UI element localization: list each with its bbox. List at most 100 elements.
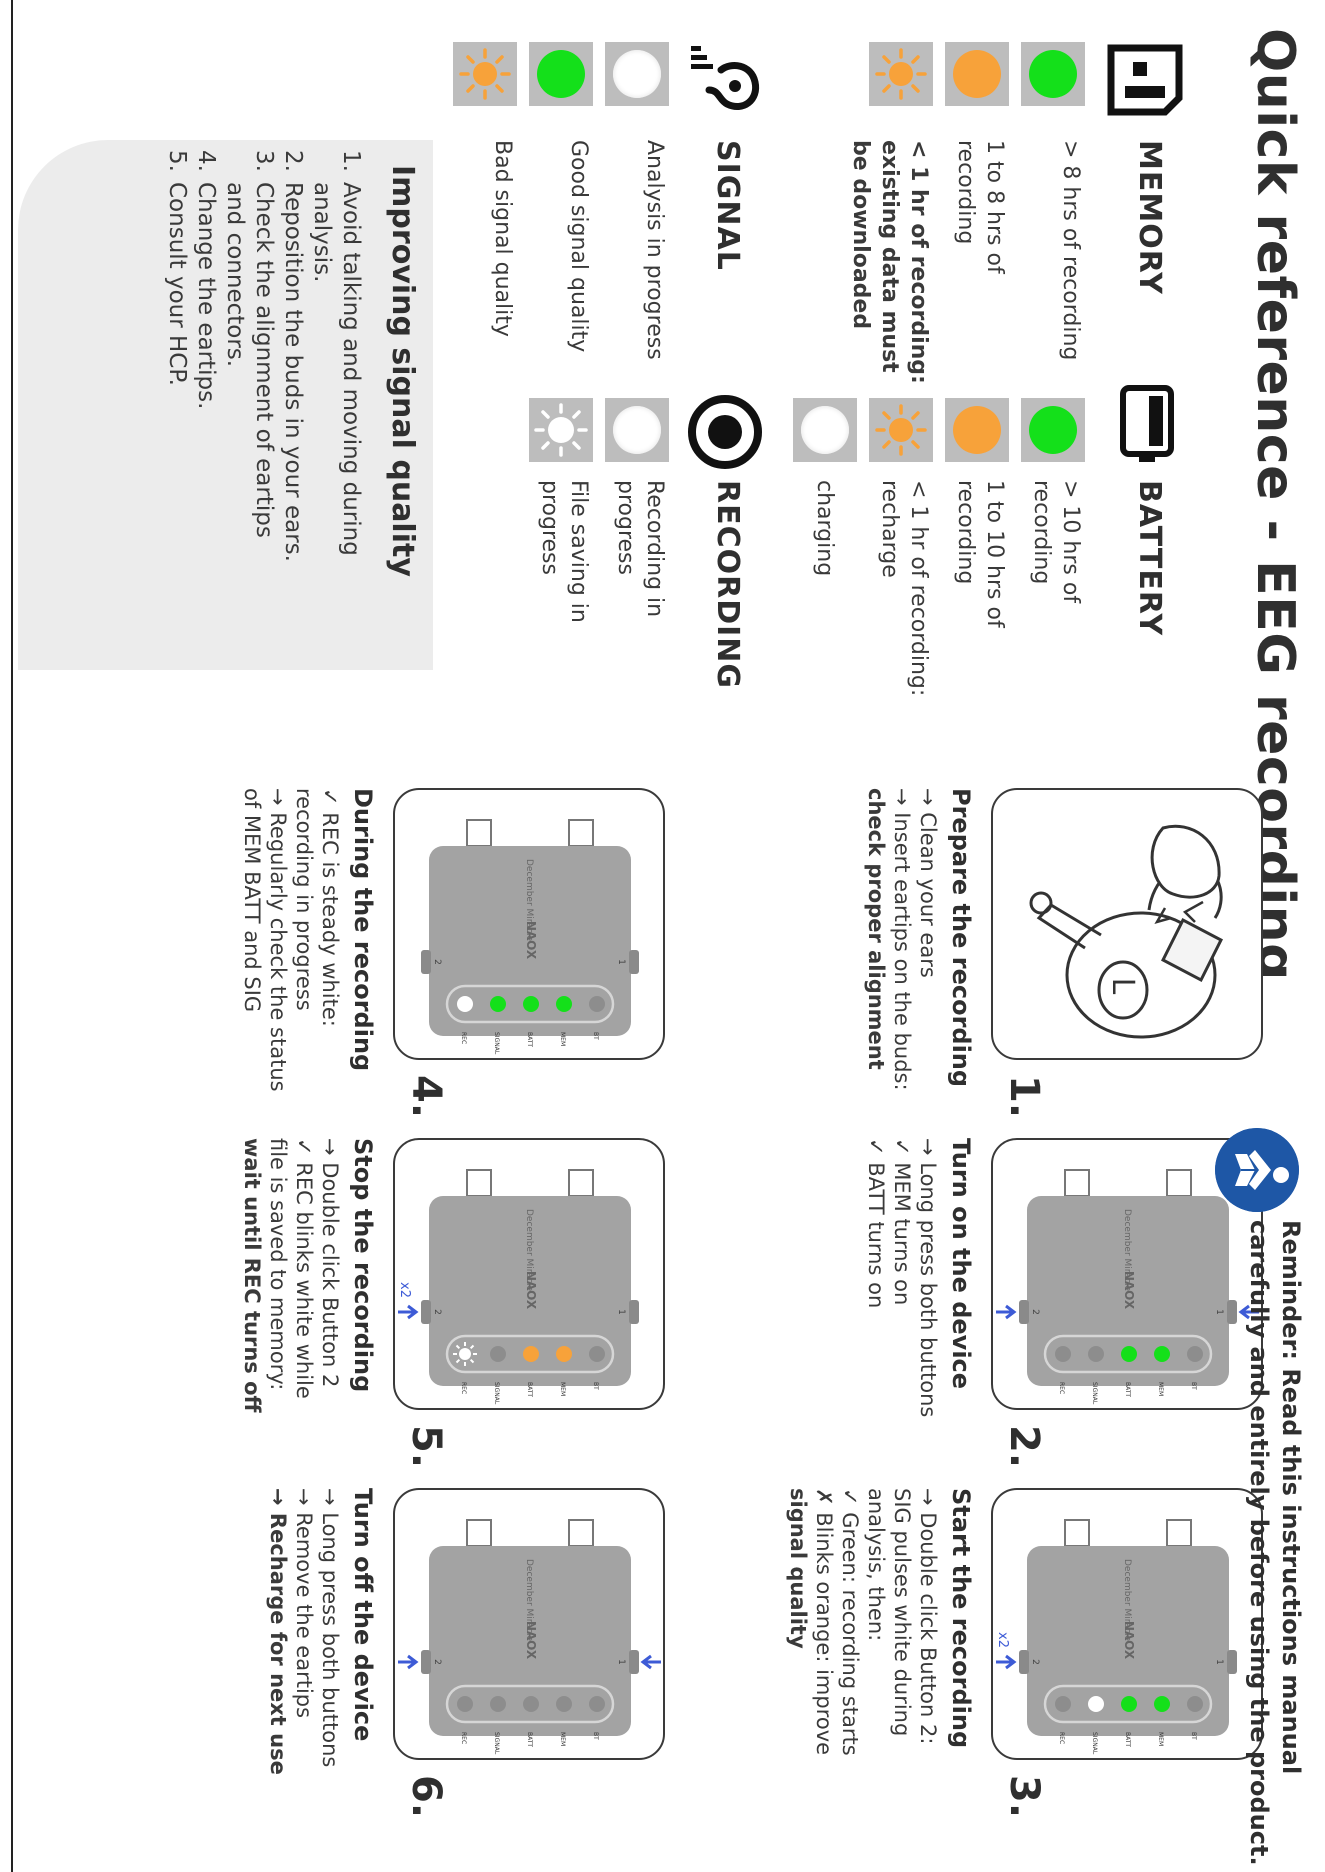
device-body (1027, 1196, 1229, 1386)
read-manual-icon (1215, 1128, 1299, 1212)
button-1 (629, 950, 639, 974)
button-1-label: 1 (1214, 1659, 1224, 1665)
tips-item: 2. Reposition the buds in your ears. (278, 150, 307, 670)
button-2 (1019, 1650, 1029, 1674)
step-6-number: 6. (403, 1775, 449, 1819)
button-2-label: 2 (1030, 1309, 1040, 1315)
button-2 (421, 950, 431, 974)
battery-green-tile (1021, 398, 1085, 462)
led-white (457, 996, 473, 1012)
led-gray (523, 1696, 539, 1712)
button-2-label: 2 (432, 1309, 442, 1315)
signal-title: SIGNAL (710, 140, 745, 271)
press-arrow-right (398, 1654, 419, 1670)
connector-port (1064, 1519, 1090, 1547)
battery-blink-orange-tile (869, 398, 933, 462)
battery-row-4: charging (812, 480, 837, 577)
connector-port (466, 819, 492, 847)
memory-title: MEMORY (1132, 140, 1167, 295)
led-green (1154, 1696, 1170, 1712)
signal-green-tile (529, 42, 593, 106)
tips-line: and connectors. (222, 182, 248, 368)
led-orange-dot (953, 406, 1001, 454)
led-label: REC (460, 1732, 467, 1744)
button-2-label: 2 (432, 959, 442, 965)
led-gray (490, 1346, 506, 1362)
led-ray (455, 1344, 461, 1350)
model-label: December Miracle (1122, 1209, 1132, 1291)
step-line: signal quality (786, 1488, 810, 1649)
step-6-instructions: → Long press both buttons → Remove the e… (265, 1488, 343, 1775)
step-line: → Long press both buttons (318, 1488, 342, 1768)
connector-port (1166, 1519, 1192, 1547)
led-label: REC (460, 1382, 467, 1394)
led-gray (589, 1696, 605, 1712)
step-4-instructions: ✓ REC is steady white: recording in prog… (239, 788, 343, 1092)
brand-label: NAOX (524, 1621, 538, 1660)
signal-row-3: Bad signal quality (490, 140, 515, 337)
step-4-title: During the recording (349, 788, 377, 1072)
step-3-instructions: → Double click Button 2: SIG pulses whit… (785, 1488, 941, 1756)
memory-row-3: < 1 hr of recording: existing data must … (848, 140, 931, 384)
led-orange-dot (953, 50, 1001, 98)
led-label: MEM (559, 1032, 566, 1046)
recording-row-2: File saving in progress (537, 480, 591, 623)
reminder-text: Reminder: Read this instructions manual … (1243, 1220, 1307, 1866)
step-line: of MEM BATT and SIG (240, 788, 264, 1013)
led-gray (556, 1696, 572, 1712)
step-5-number: 5. (403, 1425, 449, 1469)
tips-line: Reposition the buds in your ears. (280, 182, 306, 562)
led-strip (445, 1334, 615, 1374)
bottom-rule (11, 0, 13, 1872)
step-3-title: Start the recording (947, 1488, 975, 1749)
step-line: ✓ BATT turns on (864, 1138, 888, 1309)
tips-line: Consult your HCP. (164, 182, 190, 386)
connector-port (1166, 1169, 1192, 1197)
led-label: MEM (1157, 1382, 1164, 1396)
double-press-label: x2 (995, 1632, 1010, 1648)
button-1 (629, 1650, 639, 1674)
blinking-orange-sun-icon (875, 404, 927, 456)
step-line: → Regularly check the status (266, 788, 290, 1092)
led-green (1121, 1696, 1137, 1712)
tips-line: Avoid talking and moving during (338, 182, 364, 556)
led-label: SIGNAL (493, 1382, 500, 1405)
connector-port (568, 819, 594, 847)
tips-line: analysis. (309, 182, 335, 283)
tips-number: 2. (280, 150, 306, 172)
step-1-title: Prepare the recording (947, 788, 975, 1088)
model-label: December Miracle (524, 1559, 534, 1641)
tips-number: 1. (338, 150, 364, 172)
recording-title: RECORDING (710, 480, 745, 690)
led-label: MEM (1157, 1732, 1164, 1746)
step-line: ✓ REC blinks white while (292, 1138, 316, 1399)
button-2-label: 2 (432, 1659, 442, 1665)
tips-item: 5. Consult your HCP. (162, 150, 191, 670)
led-label: MEM (559, 1732, 566, 1746)
step-line: file is saved to memory: (266, 1138, 290, 1391)
signal-white-tile (605, 42, 669, 106)
led-gray (1055, 1346, 1071, 1362)
step-1-panel: L (991, 788, 1263, 1060)
step-line: analysis, then: (864, 1488, 888, 1642)
press-arrow-left (640, 1654, 661, 1670)
step-line: → Double click Button 2 (318, 1138, 342, 1388)
battery-row-1: > 10 hrs of recording (1029, 480, 1083, 604)
signal-row-2: Good signal quality (566, 140, 591, 353)
connector-port (466, 1519, 492, 1547)
step-line: → Recharge for next use (266, 1488, 290, 1775)
recording-row-1: Recording in progress (613, 480, 667, 618)
step-line: → Remove the eartips (292, 1488, 316, 1719)
button-1 (1227, 1650, 1237, 1674)
device-body (429, 1546, 631, 1736)
led-gray (1187, 1696, 1203, 1712)
led-white (1088, 1696, 1104, 1712)
memory-blink-orange-tile (869, 42, 933, 106)
brand-label: NAOX (1122, 1271, 1136, 1310)
